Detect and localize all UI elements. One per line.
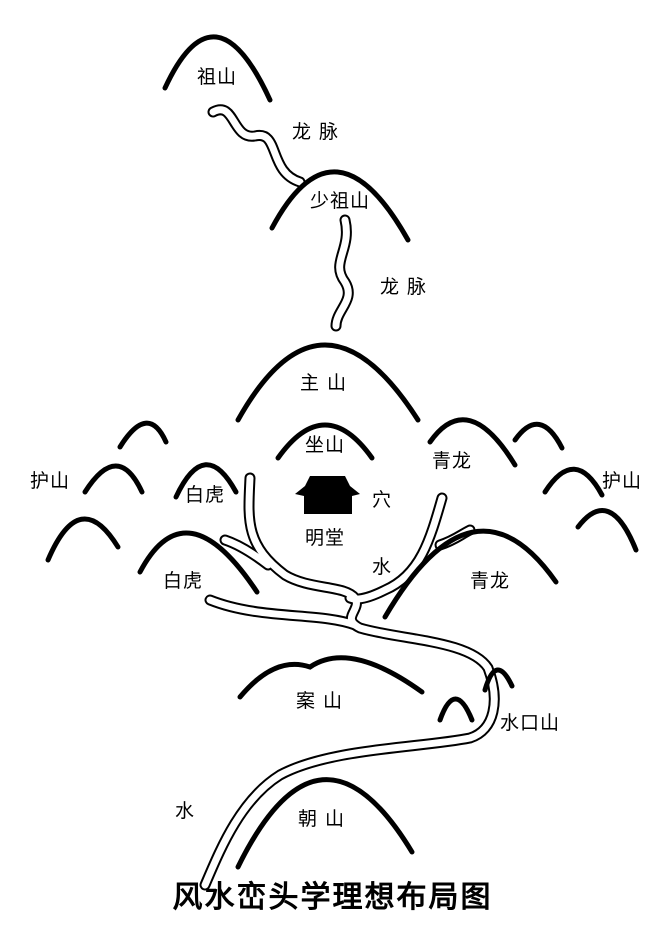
label-hushan-left: 护山 bbox=[30, 470, 71, 492]
shuikoushan-mountain bbox=[437, 696, 475, 723]
zuoshan-mountain bbox=[275, 422, 375, 461]
right-bottom-mountain bbox=[575, 508, 639, 553]
hushan-left-mountain bbox=[82, 463, 145, 495]
label-qinglong-lower: 青龙 bbox=[470, 570, 511, 592]
label-shui-inner: 水 bbox=[372, 556, 393, 578]
label-qinglong-upper: 青龙 bbox=[432, 450, 473, 472]
dragon-vein-upper bbox=[207, 104, 306, 188]
zhushan-mountain bbox=[235, 342, 421, 423]
anshan-mountain bbox=[237, 655, 425, 700]
zushan-mountain bbox=[162, 34, 273, 103]
label-zhushan: 主 山 bbox=[300, 372, 348, 394]
left-small-mountain bbox=[117, 420, 169, 450]
label-chaoshan: 朝 山 bbox=[298, 808, 346, 830]
baihu-upper-mountain bbox=[173, 462, 239, 500]
hushan-right-mountain bbox=[542, 466, 605, 498]
label-baihu-lower: 白虎 bbox=[163, 570, 204, 592]
label-mingtang: 明堂 bbox=[305, 527, 346, 549]
baihu-lower-mountain bbox=[137, 530, 260, 595]
right-small-mountain bbox=[512, 421, 565, 451]
diagram-title: 风水峦头学理想布局图 bbox=[172, 880, 493, 915]
left-bottom-mountain bbox=[45, 516, 121, 563]
qinglong-upper-mountain bbox=[427, 417, 518, 468]
label-shaozushan: 少祖山 bbox=[310, 190, 371, 212]
label-zushan: 祖山 bbox=[197, 66, 238, 88]
label-zuoshan: 坐山 bbox=[305, 434, 346, 456]
label-baihu-upper: 白虎 bbox=[185, 484, 226, 506]
label-anshan: 案 山 bbox=[296, 690, 344, 712]
label-longmai-lower: 龙 脉 bbox=[380, 276, 428, 298]
label-shuikoushan: 水口山 bbox=[500, 712, 561, 734]
qinglong-lower-mountain bbox=[382, 528, 559, 620]
label-longmai-upper: 龙 脉 bbox=[292, 121, 340, 143]
chaoshan-mountain bbox=[235, 777, 415, 870]
dragon-vein-lower bbox=[330, 214, 354, 332]
shuikou-small-mountain bbox=[482, 667, 515, 693]
label-xue: 穴 bbox=[372, 489, 393, 511]
shaozushan-mountain bbox=[269, 169, 411, 243]
label-hushan-right: 护山 bbox=[602, 470, 643, 492]
label-shui-outer: 水 bbox=[175, 800, 196, 822]
xue-building-icon bbox=[295, 476, 360, 514]
